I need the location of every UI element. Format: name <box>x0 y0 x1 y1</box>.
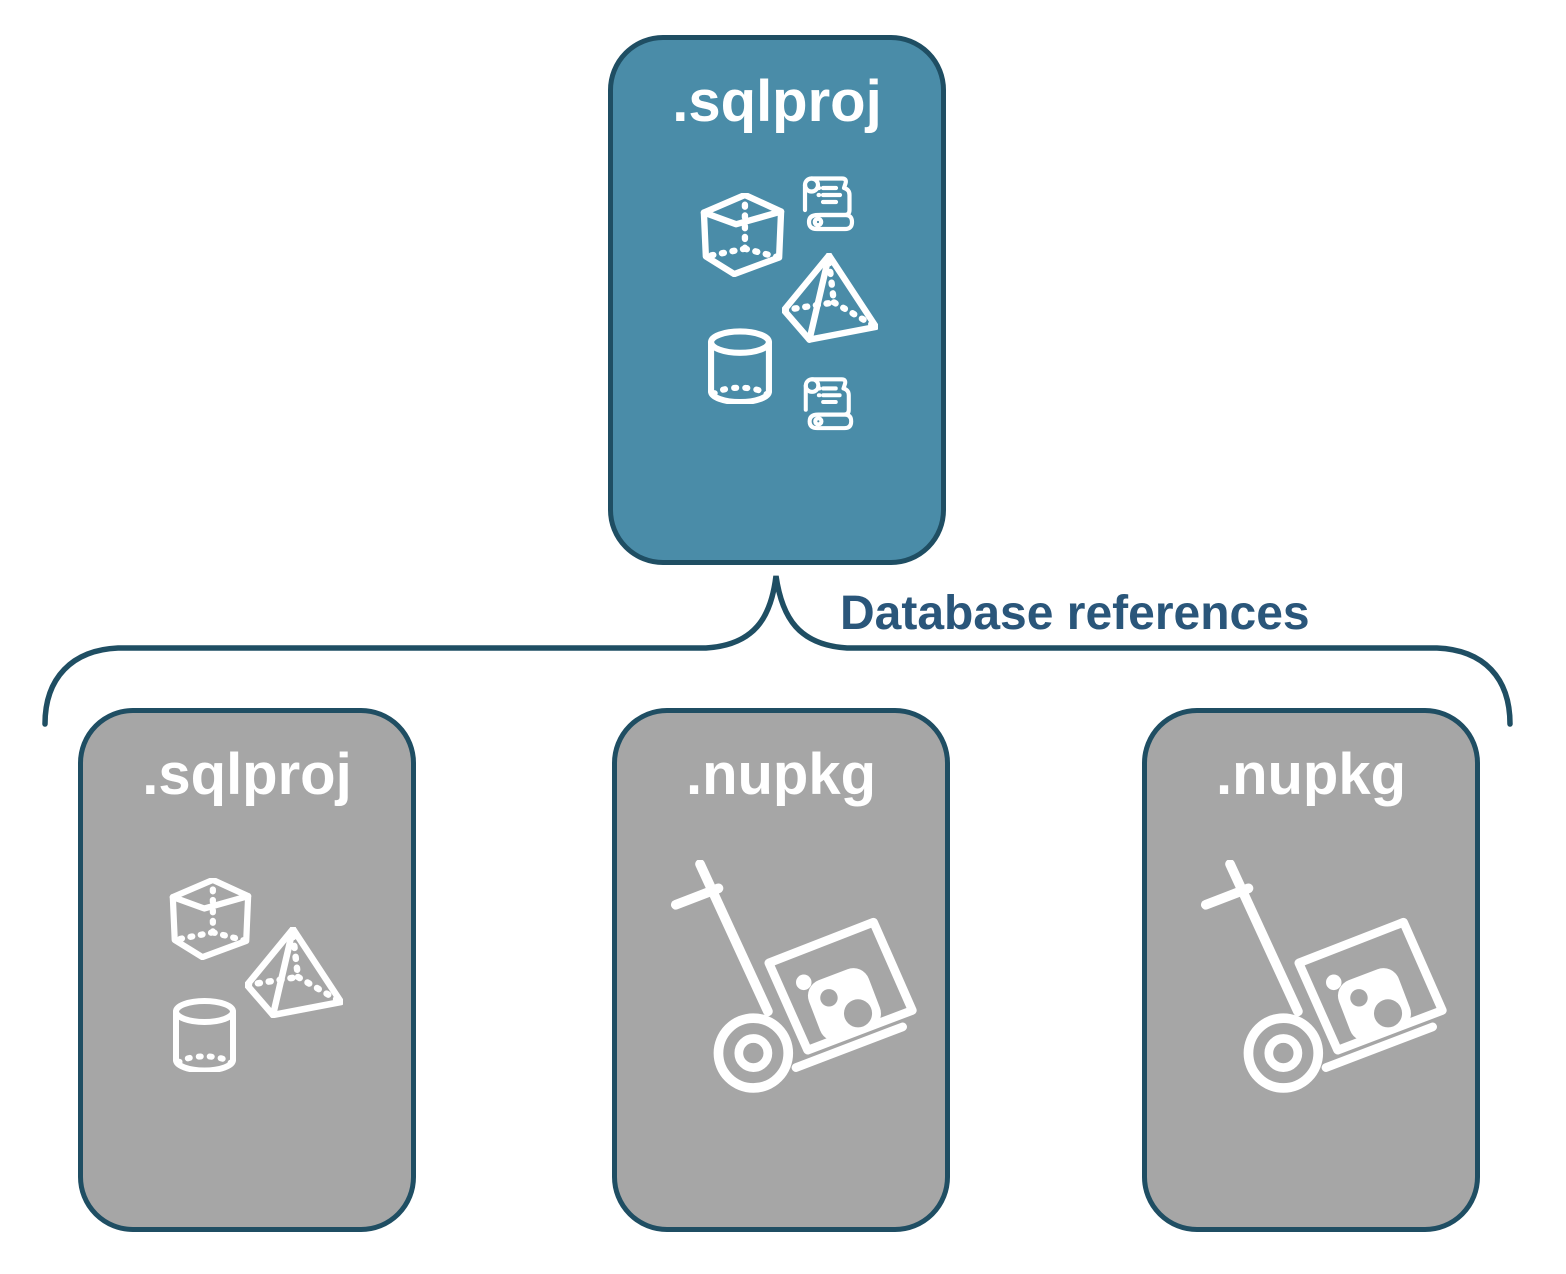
script-scroll-icon <box>798 172 858 232</box>
hand-truck-package-icon <box>670 860 922 1093</box>
script-scroll-icon <box>799 373 857 431</box>
cube-icon <box>699 193 785 277</box>
pyramid-icon <box>245 927 343 1018</box>
root-box-label: .sqlproj <box>672 69 882 134</box>
connector-label: Database references <box>840 587 1310 640</box>
cylinder-icon <box>172 998 237 1072</box>
child-nupkg-box-1: .nupkg <box>612 708 950 1232</box>
root-sqlproj-box: .sqlproj <box>608 35 946 565</box>
cylinder-icon <box>707 328 773 404</box>
hand-truck-package-icon <box>1200 860 1452 1093</box>
child-box-label: .sqlproj <box>142 742 352 807</box>
child-box-label: .nupkg <box>685 742 877 807</box>
child-nupkg-box-2: .nupkg <box>1142 708 1480 1232</box>
pyramid-icon <box>782 253 878 343</box>
cube-icon <box>168 878 252 960</box>
child-box-label: .nupkg <box>1215 742 1407 807</box>
child-sqlproj-box: .sqlproj <box>78 708 416 1232</box>
